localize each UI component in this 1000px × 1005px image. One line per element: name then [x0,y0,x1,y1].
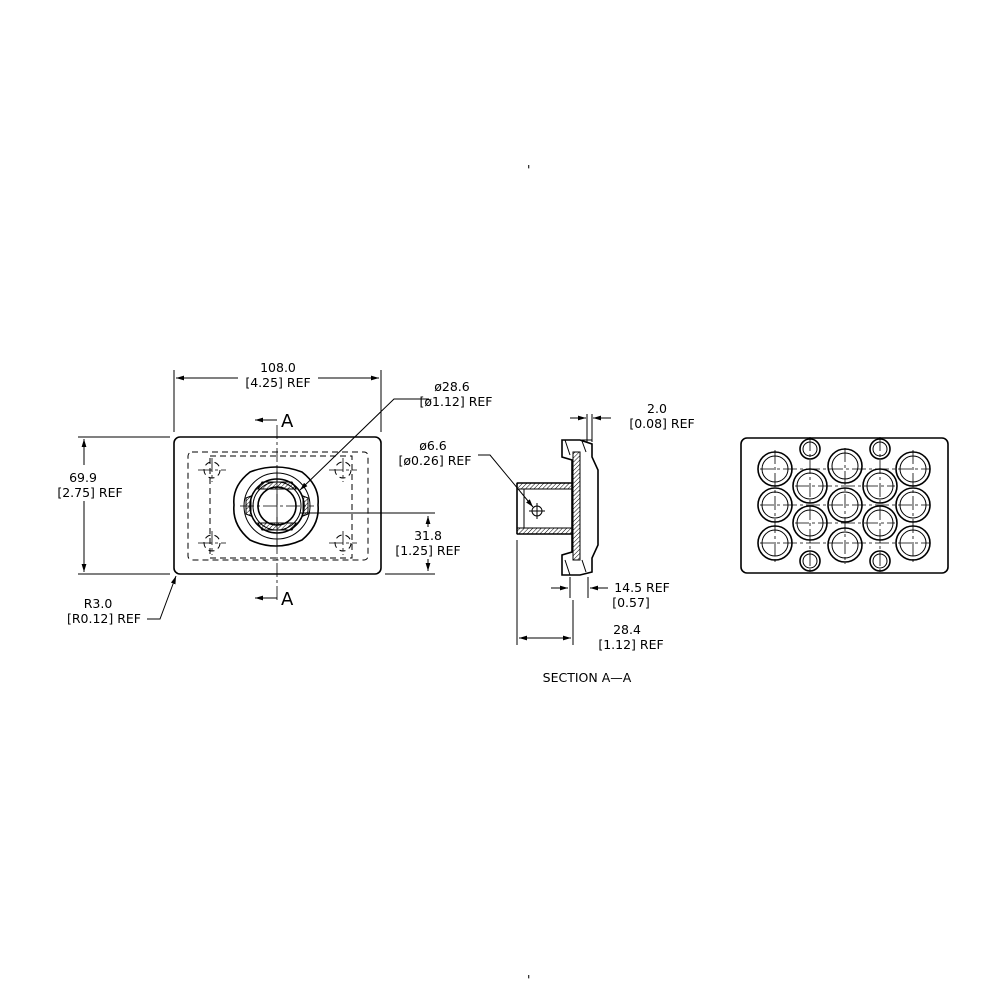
connector-boss [233,466,319,547]
plate-dim-in: [0.08] REF [629,416,694,431]
section-mark-top: A [281,411,294,432]
plate-dim-mm: 2.0 [647,401,667,416]
hole-dia-mm: ø6.6 [419,438,447,453]
height-dim-mm: 69.9 [69,470,97,485]
body-dim-mm: 14.5 REF [614,580,670,595]
depth-dim-mm: 28.4 [613,622,641,637]
hole-pattern-outline [209,455,353,559]
section-mark-bottom: A [281,589,294,610]
width-dim-mm: 108.0 [260,360,296,375]
bore-dia-in: [ø1.12] REF [420,394,493,409]
offset-dim-mm: 31.8 [414,528,442,543]
section-caption: SECTION A—A [543,670,632,685]
gasket-layer [572,451,581,561]
rear-outline [740,437,949,574]
depth-dim-in: [1.12] REF [598,637,663,652]
hole-dia-in: [ø0.26] REF [399,453,472,468]
section-view: 2.0 [0.08] REF ø6.6 [ø0.26] REF 14.5 REF… [399,401,695,685]
mounting-holes [198,458,357,555]
body-dim-in: [0.57] [612,595,650,610]
radius-dim-mm: R3.0 [84,596,113,611]
sheet-tick-top: ' [527,162,530,177]
rear-centerlines [760,437,930,573]
bore-dia-mm: ø28.6 [434,379,470,394]
width-dim-in: [4.25] REF [245,375,310,390]
height-dim-in: [2.75] REF [57,485,122,500]
flange-hidden-outline [187,451,369,561]
radius-dim-in: [R0.12] REF [67,611,141,626]
offset-dim-in: [1.25] REF [395,543,460,558]
sheet-tick-bottom: ' [527,972,530,987]
front-view: A A 108.0 [4.25] REF 69.9 [2.75] REF ø28… [52,360,492,626]
flange-outline [173,436,382,575]
rear-view [740,437,949,574]
